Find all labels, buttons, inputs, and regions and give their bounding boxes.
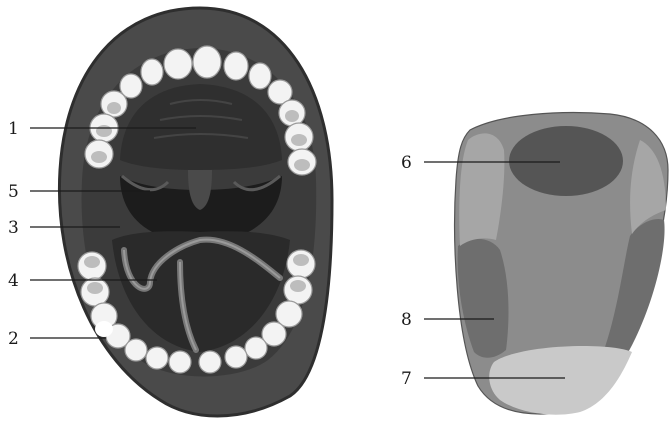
label-4: 4 (8, 271, 19, 291)
label-8: 8 (401, 310, 412, 330)
highlight-tooth (95, 321, 113, 337)
open-mouth (59, 8, 332, 416)
label-6: 6 (401, 153, 412, 173)
tongue-back-zone (509, 126, 623, 196)
label-3: 3 (8, 218, 19, 238)
label-2: 2 (8, 329, 19, 349)
tongue-tip-zone (489, 346, 632, 415)
tongue-band-left (459, 133, 504, 246)
label-5: 5 (8, 182, 19, 202)
tongue-surface-diagram (455, 113, 668, 415)
label-1: 1 (8, 119, 19, 139)
label-7: 7 (401, 369, 412, 389)
